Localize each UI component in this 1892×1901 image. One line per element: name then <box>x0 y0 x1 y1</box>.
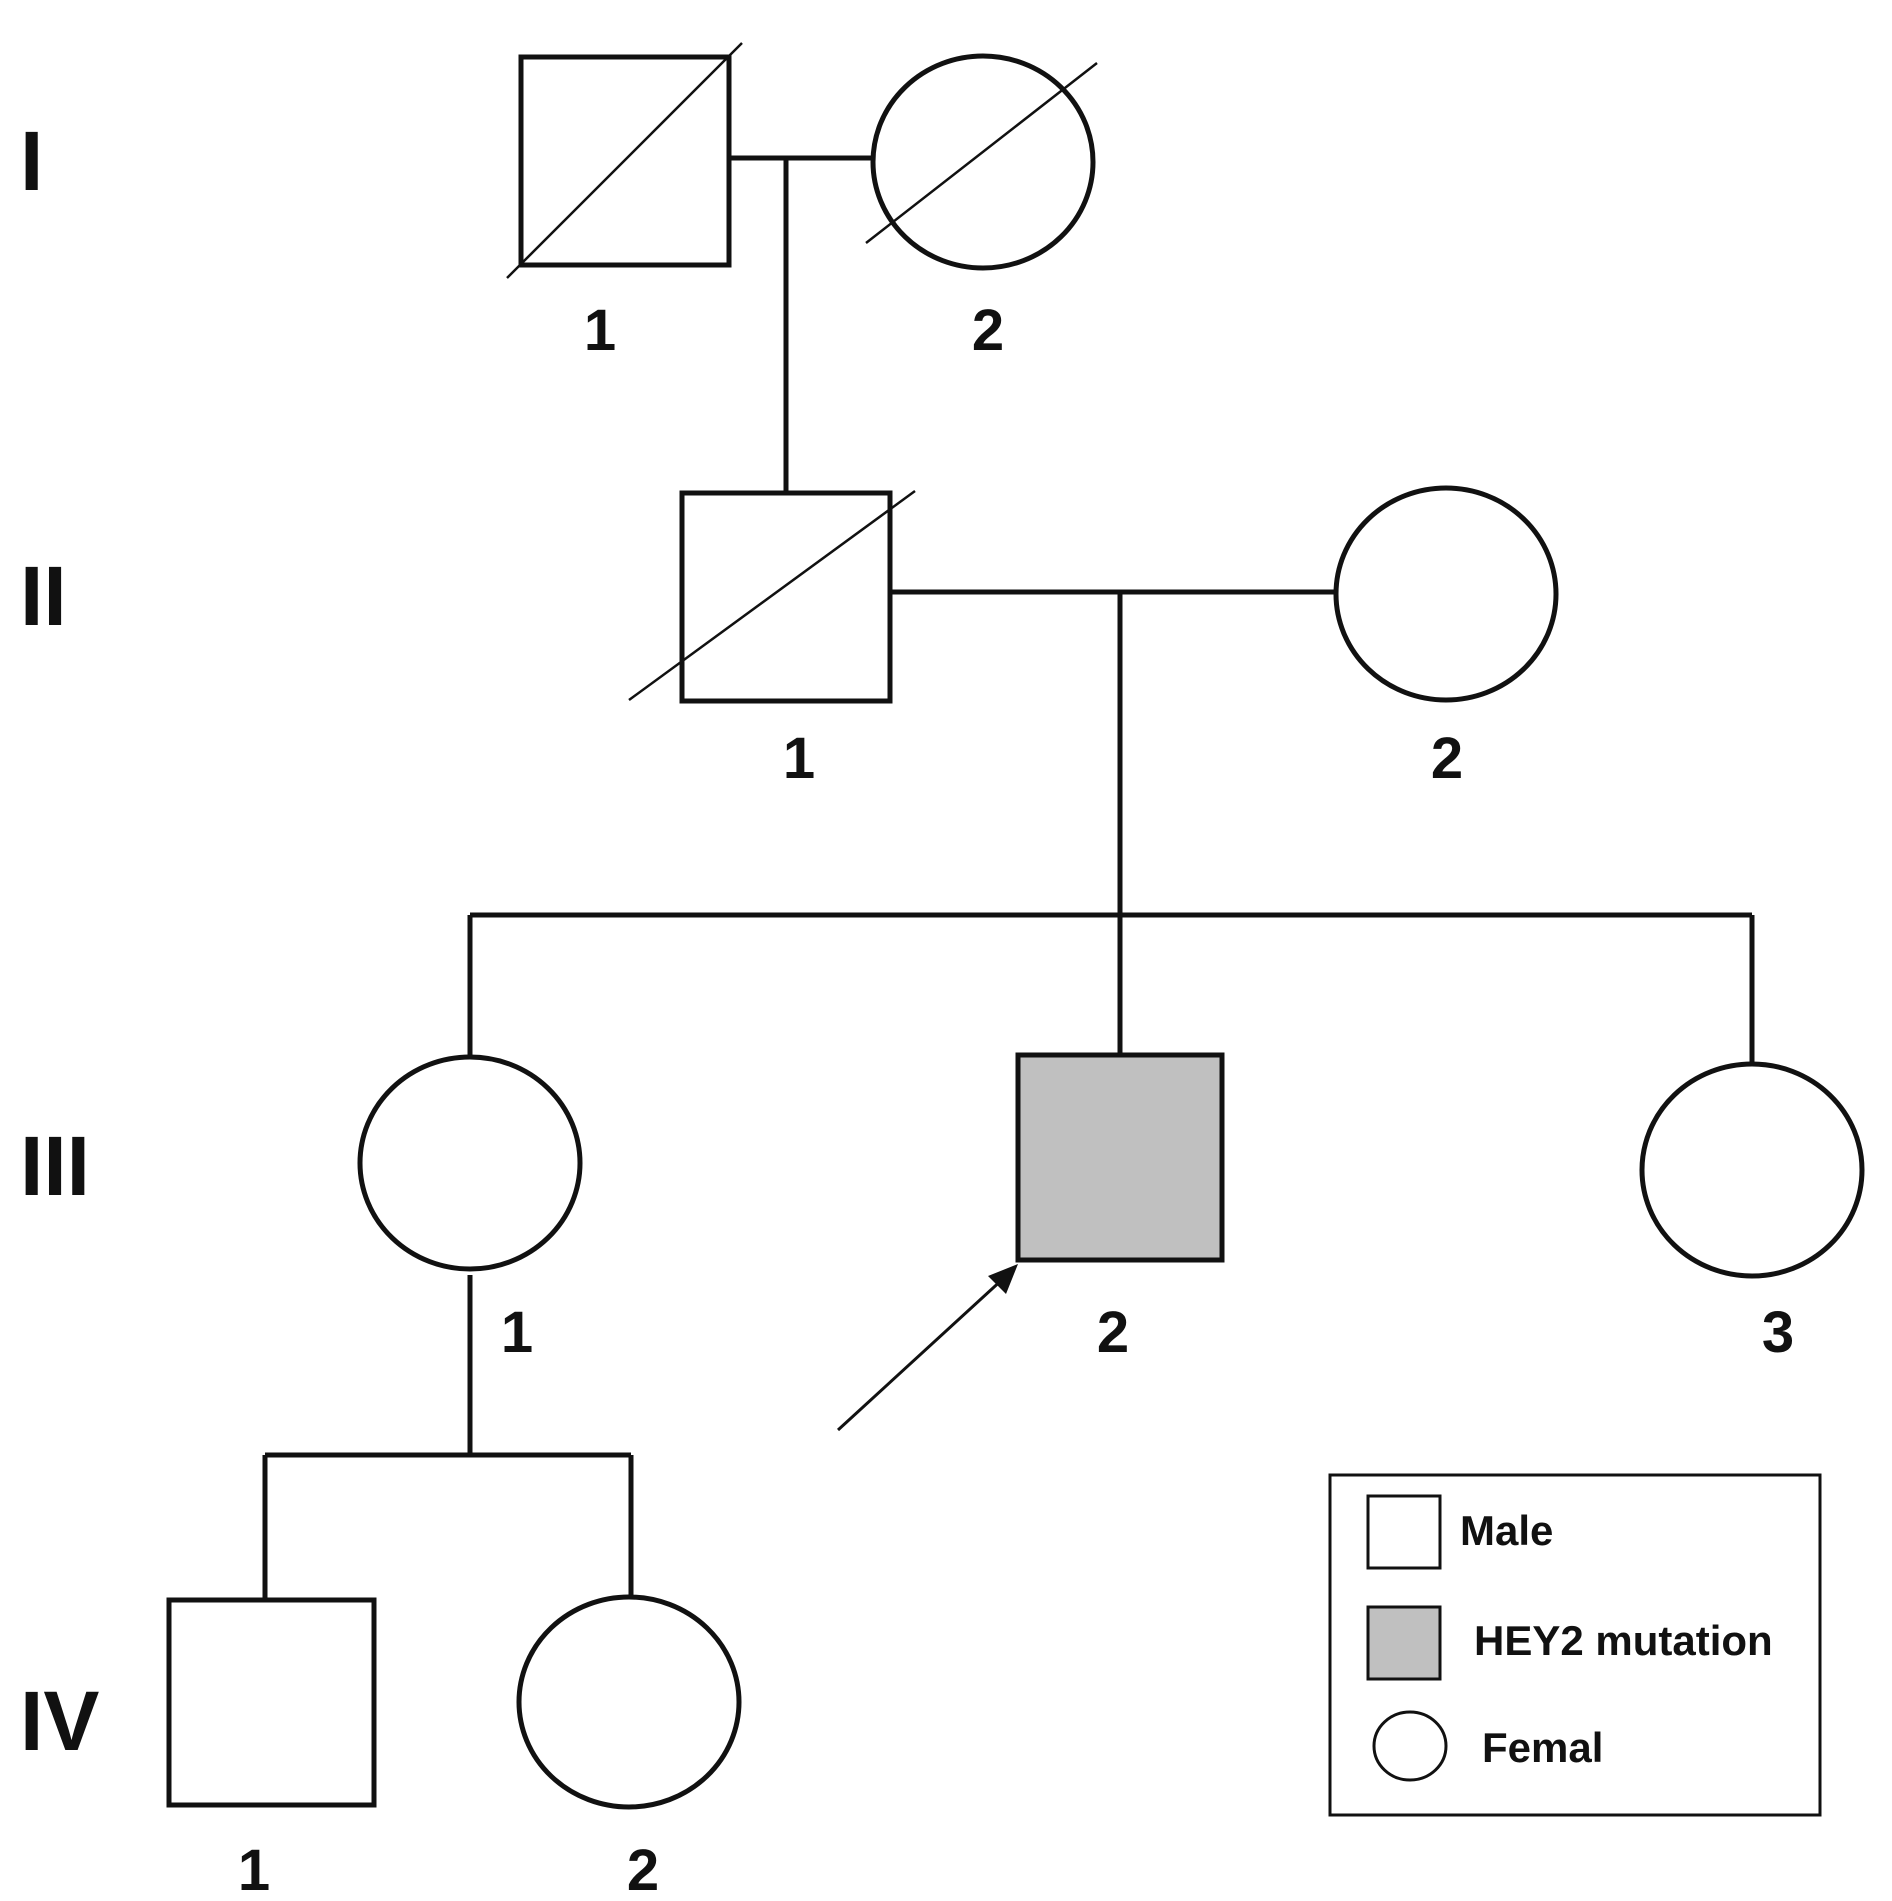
individual-number: 1 <box>238 1838 270 1901</box>
individual-IV-1: 1 <box>166 1597 377 1901</box>
female-symbol <box>357 1054 583 1272</box>
individual-number: 2 <box>627 1838 659 1901</box>
individual-III-1: 1 <box>357 1054 583 1365</box>
individual-number: 2 <box>1097 1300 1129 1365</box>
deceased-slash <box>865 62 1098 244</box>
legend-male-label: Male <box>1460 1507 1553 1554</box>
generation-label-I: I <box>20 114 43 208</box>
proband-arrow-head <box>988 1264 1018 1294</box>
individual-I-1: 1 <box>506 42 743 363</box>
individual-III-2: 2 <box>836 1052 1225 1432</box>
individual-II-1: 1 <box>628 489 916 791</box>
individual-number: 2 <box>1431 726 1463 791</box>
individual-number: 3 <box>1762 1300 1794 1365</box>
female-symbol <box>516 1594 742 1810</box>
generation-label-III: III <box>20 1119 90 1213</box>
individual-number: 1 <box>783 726 815 791</box>
legend-female-label: Femal <box>1482 1724 1603 1771</box>
legend-male-icon <box>1366 1494 1442 1570</box>
generation-label-II: II <box>20 549 67 643</box>
deceased-slash <box>628 489 916 702</box>
female-symbol <box>870 53 1096 271</box>
legend-mutation-label: HEY2 mutation <box>1474 1617 1773 1664</box>
female-symbol <box>1333 485 1559 703</box>
individual-IV-2: 2 <box>516 1594 742 1901</box>
male-symbol <box>166 1597 377 1808</box>
legend-female-icon <box>1372 1710 1448 1782</box>
individual-II-2: 2 <box>1333 485 1559 791</box>
legend-mutation-icon <box>1366 1605 1442 1681</box>
individual-III-3: 3 <box>1639 1061 1865 1365</box>
generation-label-IV: IV <box>20 1674 99 1768</box>
individual-number: 1 <box>584 298 616 363</box>
male-symbol <box>679 490 893 704</box>
affected-male-symbol <box>1015 1052 1225 1263</box>
legend: Male HEY2 mutation Femal <box>1328 1473 1822 1817</box>
deceased-slash <box>506 42 743 279</box>
female-symbol <box>1639 1061 1865 1279</box>
individual-number: 1 <box>501 1300 533 1365</box>
proband-arrow-shaft <box>836 1275 1007 1432</box>
individual-number: 2 <box>972 298 1004 363</box>
individual-I-2: 2 <box>865 53 1098 363</box>
